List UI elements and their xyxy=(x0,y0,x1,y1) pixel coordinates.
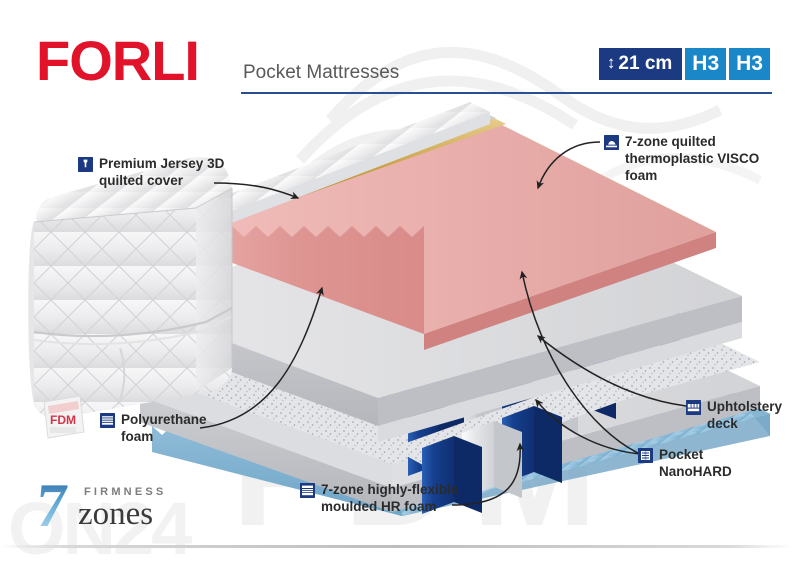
firmness-badge-1: H3 xyxy=(685,48,727,80)
upholstery-deck-icon xyxy=(686,400,701,415)
firmness-badge-2: H3 xyxy=(729,48,770,80)
callout-label: Uphtolstery deck xyxy=(707,399,783,432)
callout-label: Premium Jersey 3D quilted cover xyxy=(99,156,225,189)
callout-label: Polyurethane foam xyxy=(121,412,207,445)
hr-foam-icon xyxy=(300,483,315,498)
callout-premium-jersey-cover: Premium Jersey 3D quilted cover xyxy=(78,155,224,189)
brand-title: FORLI xyxy=(36,29,200,92)
header-divider xyxy=(241,92,772,94)
callout-label: 7-zone quilted thermoplastic VISCO foam xyxy=(625,134,760,184)
zones-numeral: 7 xyxy=(32,472,71,540)
callout-pocket-nanohard: Pocket NanoHARD xyxy=(638,446,732,480)
fdm-tag: FDM xyxy=(43,395,85,439)
zones-firmness-label: FIRMNESS xyxy=(84,486,167,498)
height-badge: ↕ 21 cm xyxy=(598,48,683,80)
callout-upholstery-deck: Uphtolstery deck xyxy=(686,398,782,432)
callout-polyurethane-foam: Polyurethane foam xyxy=(100,411,207,445)
zones-word-label: zones xyxy=(78,496,154,532)
visco-foam-icon xyxy=(604,135,619,150)
spec-badges: ↕ 21 cm H3 H3 xyxy=(598,48,770,80)
callout-visco-foam: 7-zone quilted thermoplastic VISCO foam xyxy=(604,133,759,184)
svg-text:FDM: FDM xyxy=(50,413,76,427)
updown-arrow-icon: ↕ xyxy=(606,53,616,72)
callout-hr-foam: 7-zone highly-flexible moulded HR foam xyxy=(300,481,458,515)
callout-label: Pocket NanoHARD xyxy=(659,447,732,480)
pu-foam-icon xyxy=(100,413,115,428)
callout-label: 7-zone highly-flexible moulded HR foam xyxy=(321,482,459,515)
seven-zones-logo: 7 FIRMNESS zones xyxy=(32,472,186,540)
brand-subtitle: Pocket Mattresses xyxy=(243,62,400,83)
jersey-cover-icon xyxy=(78,157,93,172)
watermark-site: ON24 xyxy=(8,487,192,566)
footer-divider xyxy=(0,545,792,548)
pocket-spring-icon xyxy=(638,448,653,463)
height-badge-label: 21 cm xyxy=(618,53,673,74)
